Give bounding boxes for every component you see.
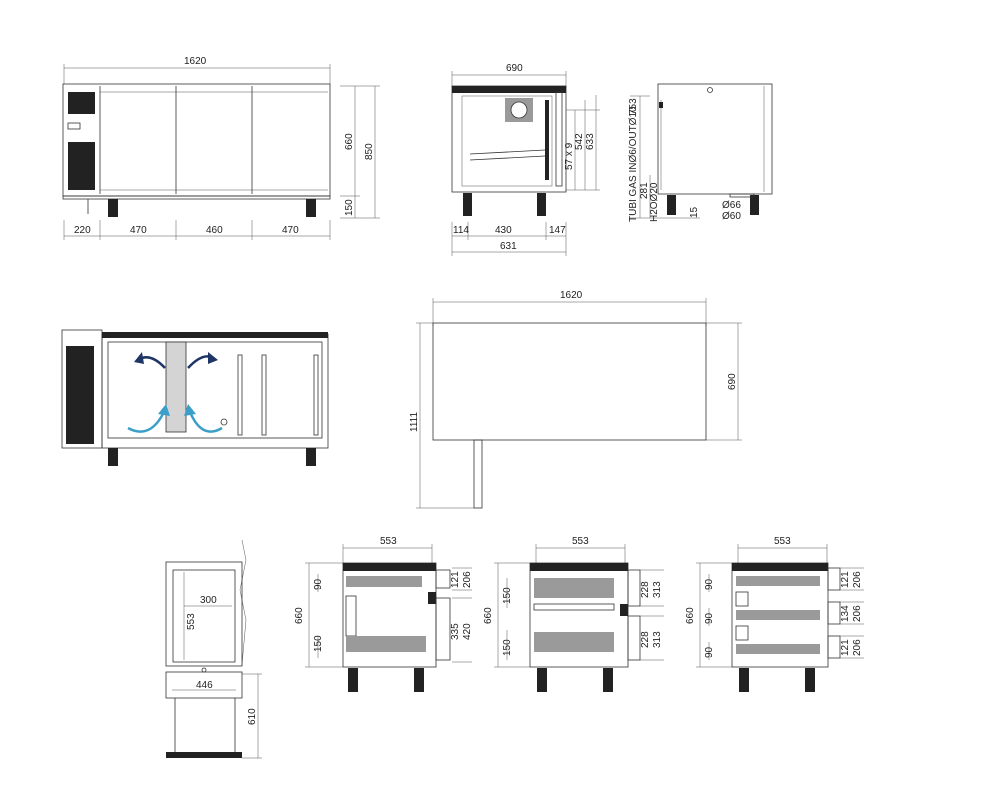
s3-tray-top [736, 576, 820, 586]
front-dim-220: 220 [74, 225, 91, 236]
s3-right-206c: 206 [852, 639, 863, 656]
s2-right-228a: 228 [640, 581, 651, 598]
front-dim-850: 850 [364, 143, 375, 160]
s1-right-335: 335 [450, 623, 461, 640]
s2-left-150a: 150 [502, 587, 513, 604]
rear-leg-right [750, 195, 759, 215]
s2-tray-bottom [534, 632, 614, 652]
side-dim-631: 631 [500, 241, 517, 252]
s1-tray-top [346, 576, 422, 587]
condenser-grille [66, 346, 94, 396]
rear-gas-label: TUBI GAS INØ6/OUTØ10 [628, 106, 639, 222]
rear-view: 753 TUBI GAS INØ6/OUTØ10 281 H2OØ20 15 Ø… [628, 83, 773, 222]
section-view-1: 553 660 90 150 121 206 335 420 [294, 536, 473, 692]
s2-right-228b: 228 [640, 631, 651, 648]
s3-right-134: 134 [840, 605, 851, 622]
s1-height: 660 [294, 607, 305, 624]
front-dim-150: 150 [344, 199, 355, 216]
side-dim-57x9: 57 x 9 [564, 142, 575, 170]
plan-width-label: 1620 [560, 290, 583, 301]
rear-water-label: H2OØ20 [649, 182, 660, 222]
rear-dim-d66: Ø66 [722, 200, 741, 211]
control-panel [67, 122, 81, 130]
plan-open-depth-label: 1111 [409, 412, 420, 432]
drawer-dim-446: 446 [196, 680, 213, 691]
s3-tray-bottom [736, 644, 820, 654]
s3-right-121a: 121 [840, 571, 851, 588]
s2-width: 553 [572, 536, 589, 547]
front-dim-460: 460 [206, 225, 223, 236]
airflow-arrow-in-right [188, 411, 223, 433]
s1-right-420: 420 [462, 623, 473, 640]
rear-dim-753: 753 [628, 98, 639, 115]
leg-front-right [306, 199, 316, 217]
section-view-3: 553 660 90 90 90 121 206 134 206 121 206 [685, 536, 864, 692]
airflow-view [61, 329, 329, 466]
s2-height: 660 [483, 607, 494, 624]
side-dim-430: 430 [495, 225, 512, 236]
drawer-dim-610: 610 [247, 708, 258, 725]
s3-height: 660 [685, 607, 696, 624]
s3-right-206a: 206 [852, 571, 863, 588]
side-dim-114: 114 [453, 225, 469, 236]
shelf-rail-1 [237, 354, 243, 436]
section-view-2: 553 660 150 150 228 313 228 313 [483, 536, 664, 692]
plan-view: 1620 690 1111 [409, 290, 742, 509]
plan-open-door [473, 439, 483, 509]
vent-grille-top [68, 92, 95, 114]
airflow-arrow-in-left [127, 411, 166, 433]
drawer-dim-300: 300 [200, 595, 217, 606]
s2-left-150b: 150 [502, 639, 513, 656]
rear-dim-281: 281 [639, 182, 650, 199]
front-dim-470a: 470 [130, 225, 147, 236]
s3-tray-middle [736, 610, 820, 620]
s1-tray-bottom [346, 636, 426, 652]
rear-dim-d60: Ø60 [722, 211, 741, 222]
plan-outline [432, 322, 707, 441]
plan-depth-label: 690 [727, 373, 738, 390]
s1-width: 553 [380, 536, 397, 547]
side-dim-147: 147 [549, 225, 566, 236]
s3-left-90a: 90 [704, 578, 715, 590]
s3-width: 553 [774, 536, 791, 547]
front-width-label: 1620 [184, 56, 207, 67]
drawer-detail-view: 300 553 446 610 [165, 539, 262, 759]
s2-right-313a: 313 [652, 581, 663, 598]
leg-front-left [108, 199, 118, 217]
shelf-rail-3 [313, 354, 319, 436]
side-dim-542: 542 [574, 133, 585, 150]
side-leg-right [537, 193, 546, 216]
s1-right-206: 206 [462, 571, 473, 588]
side-section-view: 690 57 x 9 542 633 114 430 147 631 [451, 63, 600, 256]
front-dim-470b: 470 [282, 225, 299, 236]
front-view: 1620 220 470 460 470 660 850 150 [62, 56, 380, 240]
side-leg-left [463, 193, 472, 216]
vent-grille-bottom [68, 142, 95, 190]
rear-dim-15: 15 [689, 206, 700, 218]
shelf-rail-2 [261, 354, 267, 436]
s2-right-313b: 313 [652, 631, 663, 648]
drawer-dim-553: 553 [186, 613, 197, 630]
s3-right-121b: 121 [840, 639, 851, 656]
front-dim-660: 660 [344, 133, 355, 150]
s1-left-90: 90 [313, 578, 324, 590]
s2-tray-top [534, 578, 614, 598]
s1-right-121: 121 [450, 571, 461, 588]
s1-left-150: 150 [313, 635, 324, 652]
side-dim-633: 633 [585, 133, 596, 150]
s3-right-206b: 206 [852, 605, 863, 622]
side-width-label: 690 [506, 63, 523, 74]
s3-left-90b: 90 [704, 612, 715, 624]
rear-leg-left [667, 195, 676, 215]
s3-left-90c: 90 [704, 646, 715, 658]
